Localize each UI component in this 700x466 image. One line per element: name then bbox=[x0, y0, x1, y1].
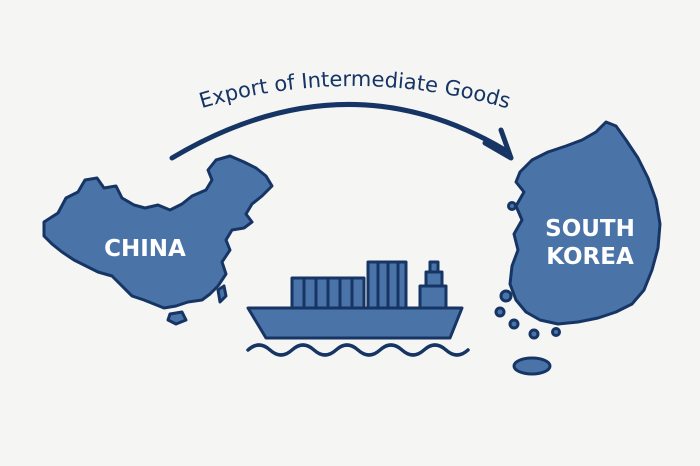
island-south-3 bbox=[551, 327, 561, 337]
south-korea-map: SOUTH KOREA bbox=[494, 120, 662, 376]
wave-icon bbox=[246, 343, 470, 357]
bridge-base bbox=[418, 284, 448, 310]
container-stack-middle bbox=[366, 260, 408, 310]
china-label: CHINA bbox=[104, 236, 186, 262]
arrowhead-icon bbox=[482, 127, 514, 161]
island-south-2 bbox=[528, 328, 540, 340]
container-ship-icon bbox=[246, 260, 470, 357]
south-korea-shape bbox=[508, 120, 662, 326]
taiwan-island bbox=[216, 284, 228, 304]
ship-hull bbox=[246, 306, 464, 340]
island-west-1 bbox=[499, 289, 513, 303]
ship-bridge bbox=[418, 260, 448, 310]
bridge-mast bbox=[428, 260, 440, 274]
hainan-island bbox=[166, 310, 188, 326]
china-shape bbox=[42, 154, 274, 310]
south-korea-label-line2: KOREA bbox=[546, 244, 634, 270]
export-arrow bbox=[169, 102, 514, 161]
bridge-top bbox=[424, 270, 444, 288]
island-south-1 bbox=[508, 318, 520, 330]
jeju-island bbox=[512, 356, 552, 376]
china-map: CHINA bbox=[42, 154, 274, 326]
island-northwest bbox=[507, 201, 517, 211]
island-west-2 bbox=[494, 306, 506, 318]
container-stack-left bbox=[290, 276, 366, 310]
curved-arrow-icon bbox=[169, 102, 508, 161]
south-korea-label-line1: SOUTH bbox=[545, 216, 635, 242]
